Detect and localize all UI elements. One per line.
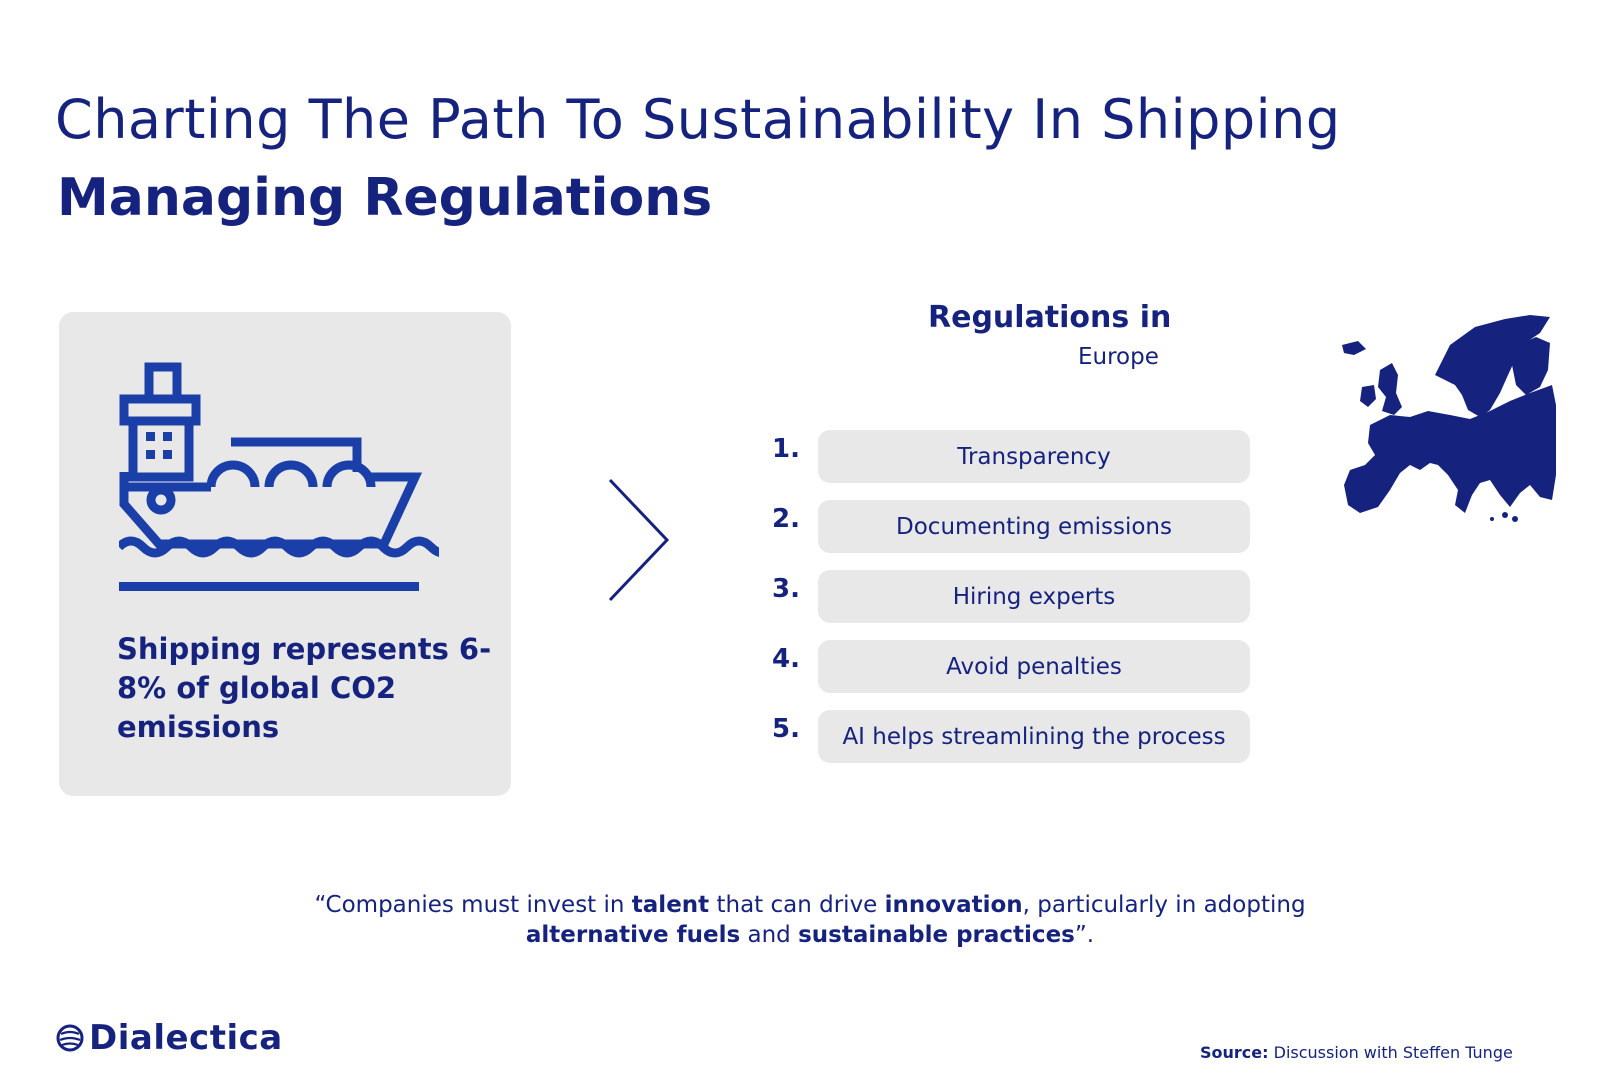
quote-emphasis: innovation bbox=[884, 892, 1023, 918]
regulations-title: Regulations in bbox=[928, 300, 1172, 335]
regulations-list: 1. Transparency 2. Documenting emissions… bbox=[760, 430, 1260, 780]
list-item: 5. AI helps streamlining the process bbox=[760, 710, 1260, 780]
dialectica-logo: Dialectica bbox=[55, 1018, 283, 1058]
quote-text: “Companies must invest in bbox=[314, 892, 632, 918]
page-subtitle: Managing Regulations bbox=[57, 168, 713, 228]
list-item-number: 3. bbox=[772, 574, 800, 604]
ship-emissions-text: Shipping represents 6-8% of global CO2 e… bbox=[117, 632, 492, 744]
list-item-label: AI helps streamlining the process bbox=[818, 710, 1250, 763]
logo-text: Dialectica bbox=[89, 1018, 283, 1058]
europe-map-icon bbox=[1342, 315, 1556, 522]
list-item: 3. Hiring experts bbox=[760, 570, 1260, 640]
quote-text: , particularly in adopting bbox=[1022, 892, 1306, 918]
list-item: 1. Transparency bbox=[760, 430, 1260, 500]
list-item-label: Transparency bbox=[818, 430, 1250, 483]
quote-text: and bbox=[740, 922, 799, 948]
cargo-ship-icon bbox=[119, 362, 439, 591]
globe-logo-icon bbox=[56, 1024, 84, 1052]
ship-card: Shipping represents 6-8% of global CO2 e… bbox=[59, 312, 511, 796]
list-item-number: 2. bbox=[772, 504, 800, 534]
list-item: 4. Avoid penalties bbox=[760, 640, 1260, 710]
list-item: 2. Documenting emissions bbox=[760, 500, 1260, 570]
quote-text: ”. bbox=[1074, 922, 1095, 948]
list-item-number: 1. bbox=[772, 434, 800, 464]
quote: “Companies must invest in talent that ca… bbox=[260, 890, 1360, 950]
list-item-number: 5. bbox=[772, 714, 800, 744]
list-item-label: Documenting emissions bbox=[818, 500, 1250, 553]
quote-emphasis: talent bbox=[631, 892, 710, 918]
quote-emphasis: alternative fuels bbox=[525, 922, 741, 948]
regulations-region: Europe bbox=[1078, 344, 1159, 370]
quote-emphasis: sustainable practices bbox=[798, 922, 1075, 948]
chevron-right-icon bbox=[608, 478, 670, 602]
page-title: Charting The Path To Sustainability In S… bbox=[55, 88, 1341, 151]
source-note: Source: Discussion with Steffen Tunge bbox=[1200, 1043, 1513, 1062]
list-item-number: 4. bbox=[772, 644, 800, 674]
source-label: Source: bbox=[1200, 1043, 1269, 1062]
source-text: Discussion with Steffen Tunge bbox=[1268, 1043, 1513, 1062]
list-item-label: Hiring experts bbox=[818, 570, 1250, 623]
list-item-label: Avoid penalties bbox=[818, 640, 1250, 693]
quote-text: that can drive bbox=[709, 892, 885, 918]
